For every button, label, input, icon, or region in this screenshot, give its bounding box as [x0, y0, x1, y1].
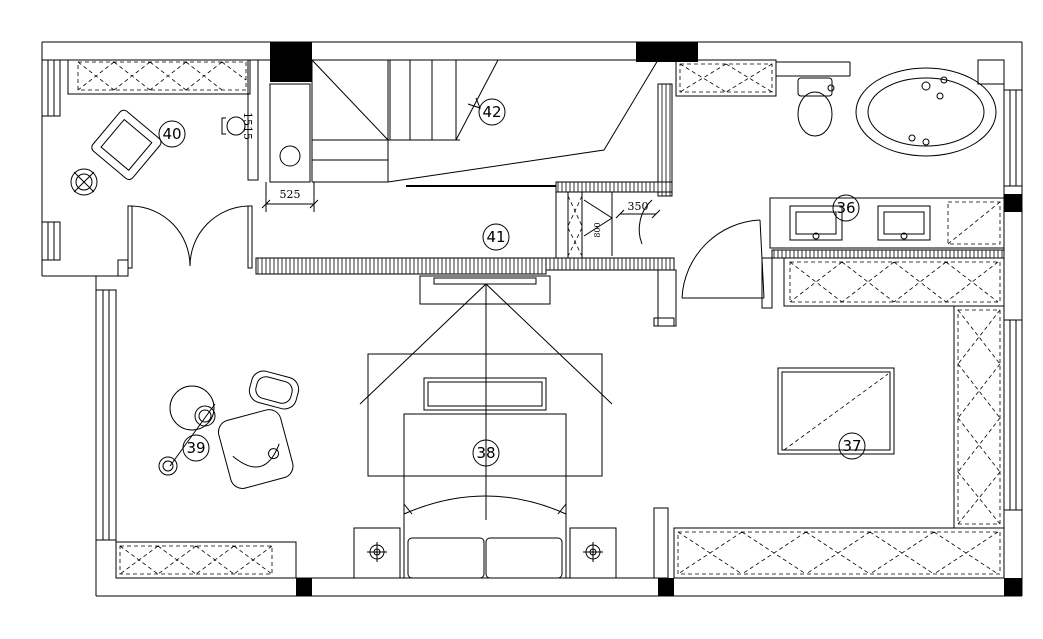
bed-icon [403, 413, 567, 579]
svg-text:37: 37 [842, 437, 861, 455]
floor-lamp-icon [70, 168, 98, 196]
room-labels: 40 42 41 36 37 38 39 [158, 98, 866, 467]
lounge-chair-icon [217, 409, 294, 489]
sink-left-icon [789, 205, 843, 241]
ottoman-icon [248, 370, 300, 410]
room-label-38: 38 [472, 439, 500, 467]
double-door [127, 205, 253, 269]
nightstand-right-icon [569, 527, 617, 579]
columns [270, 42, 1022, 596]
outer-walls [41, 41, 1023, 597]
toilet-icon [797, 77, 835, 137]
room-label-39: 39 [182, 434, 210, 462]
side-chair-icon [221, 116, 246, 136]
svg-text:40: 40 [162, 125, 181, 143]
svg-text:41: 41 [486, 228, 505, 246]
bathroom-door [681, 219, 765, 299]
window-right [977, 59, 1023, 511]
room-39-lounge [115, 370, 300, 579]
nightstand-left-icon [353, 527, 401, 579]
armchair-icon [91, 109, 162, 180]
bathtub-icon [855, 67, 997, 157]
dim-525: 525 [280, 188, 301, 201]
dim-1515: 1515 [241, 112, 254, 140]
interior-walls [117, 59, 1005, 579]
sink-right-icon [877, 205, 931, 241]
room-label-37: 37 [838, 432, 866, 460]
room-38-bedroom [353, 275, 617, 579]
window-left-top [41, 59, 61, 261]
room-label-42: 42 [478, 98, 506, 126]
corridor-closet: 800 350 [555, 191, 661, 259]
room-37-closet [673, 257, 1005, 579]
island-icon [777, 367, 895, 455]
room-label-36: 36 [832, 194, 860, 222]
window-left-bottom [95, 289, 117, 541]
svg-text:39: 39 [186, 439, 205, 457]
svg-text:38: 38 [476, 444, 495, 462]
dim-800: 800 [593, 222, 602, 237]
stair-area: 525 [261, 59, 659, 212]
svg-text:42: 42 [482, 103, 501, 121]
room-label-40: 40 [158, 120, 186, 148]
room-40-study: 1515 [67, 59, 254, 269]
dim-350: 350 [628, 200, 649, 213]
room-36-bathroom [675, 59, 1005, 299]
tv-cabinet-icon [419, 275, 551, 305]
room-label-41: 41 [482, 223, 510, 251]
round-table-icon [158, 385, 216, 476]
svg-text:36: 36 [836, 199, 855, 217]
